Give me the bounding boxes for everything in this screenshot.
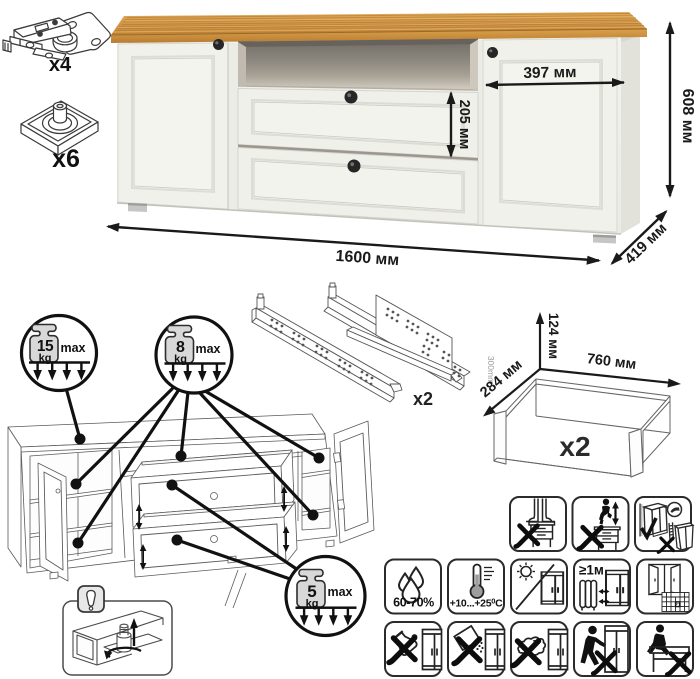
svg-text:x2: x2 xyxy=(413,389,433,409)
svg-text:300mm: 300mm xyxy=(486,356,496,384)
svg-text:≥1м: ≥1м xyxy=(579,563,604,578)
svg-text:max: max xyxy=(195,342,220,356)
svg-text:284 мм: 284 мм xyxy=(477,357,525,401)
svg-text:1600 мм: 1600 мм xyxy=(335,248,400,269)
svg-text:21: 21 xyxy=(675,602,681,608)
svg-text:x6: x6 xyxy=(52,145,80,173)
svg-text:124 мм: 124 мм xyxy=(546,313,561,359)
svg-text:608 мм: 608 мм xyxy=(679,89,696,144)
svg-text:205 мм: 205 мм xyxy=(456,100,472,150)
svg-text:max: max xyxy=(60,341,85,355)
svg-text:max: max xyxy=(327,585,352,599)
svg-text:x4: x4 xyxy=(49,54,72,76)
svg-text:5: 5 xyxy=(307,582,316,601)
svg-text:15: 15 xyxy=(37,338,54,355)
svg-text:60-70%: 60-70% xyxy=(393,596,434,610)
svg-text:397 мм: 397 мм xyxy=(523,64,576,82)
svg-text:x2: x2 xyxy=(559,431,590,462)
svg-text:760 мм: 760 мм xyxy=(586,351,637,373)
svg-text:+10...+250С: +10...+250С xyxy=(450,597,504,610)
svg-text:8: 8 xyxy=(176,339,185,356)
